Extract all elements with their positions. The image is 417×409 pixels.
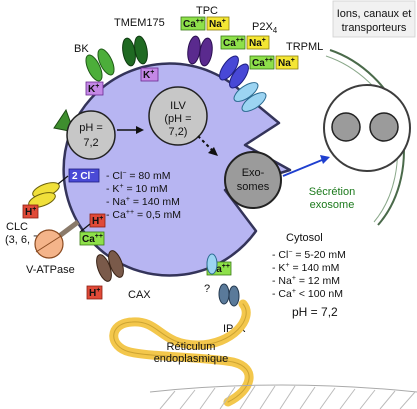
clc-cl-ion: 2 Cl− [72, 170, 94, 182]
er-line2: endoplasmique [154, 353, 229, 365]
trpml-label: TRPML [286, 41, 323, 53]
cytosol-conc-ca: - Ca+ < 100 nM [272, 288, 343, 300]
tpc-channel [187, 35, 213, 67]
secretion-arrow [282, 159, 323, 177]
exosomes-vesicle [224, 151, 282, 209]
clc-cl-ion-box [68, 168, 100, 183]
er-line1: Réticulum [167, 341, 216, 353]
p2x4-label: P2X4 [252, 21, 278, 35]
cytosol-conc-cl: - Cl− = 5-20 mM [272, 249, 346, 261]
tmem175-channel [122, 35, 148, 67]
lumen-conc-k: - K+ = 10 mM [106, 183, 168, 195]
tpc-na-ion: Na+ [209, 18, 226, 30]
lumen-conc-ca: - Ca++ = 0,5 mM [106, 209, 181, 221]
exosomes-line1: Exo- [242, 167, 265, 179]
tmem175-k-ion-box [140, 67, 159, 82]
p2x4-ca-ion-box [220, 35, 246, 50]
title-line2: transporteurs [342, 22, 407, 34]
p2x4-na-ion: Na+ [249, 37, 266, 49]
tpc-label: TPC [196, 5, 218, 17]
clc-cl-arrow [57, 175, 69, 185]
cax-ca-ion: Ca++ [82, 233, 103, 245]
lumen-conc-cl: - Cl− = 80 mM [106, 170, 171, 182]
tpc-na-ion-box [206, 16, 230, 31]
trpml-channel [233, 82, 267, 112]
ilv-line2: (pH = [164, 113, 191, 125]
bk-label: BK [74, 43, 89, 55]
cytosol-concentrations: - Cl− = 5-20 mM - K+ = 140 mM - Na+ = 12… [272, 249, 346, 300]
vatpase-h-ion-box [89, 213, 106, 228]
tpc-ca-ion: Ca++ [183, 18, 204, 30]
tpc-ca-ion-box [180, 16, 206, 31]
secretion-line1: Sécrétion [309, 186, 355, 198]
clc-h-ion: H+ [25, 206, 36, 218]
p2x4-na-ion-box [246, 35, 270, 50]
bk-k-ion: K+ [88, 83, 99, 95]
trpml-na-ion-box [275, 55, 299, 70]
trpml-lower-channel [206, 253, 218, 275]
vatpase-pump [34, 220, 80, 259]
clc-h-ion-box [22, 204, 39, 219]
lumen-conc-na: - Na+ = 140 mM [106, 196, 180, 208]
trpml-na-ion: Na+ [278, 57, 295, 69]
cax-h-ion: H+ [89, 287, 100, 299]
trpml-ca-ion: Ca++ [252, 57, 273, 69]
ilv-vesicle [148, 86, 208, 146]
ilv-line1: ILV [170, 100, 186, 112]
bk-channel [85, 48, 115, 82]
bottom-membrane-hatch [149, 384, 417, 409]
lumen-ph-line1: pH = [79, 122, 103, 134]
lumen-concentrations: - Cl− = 80 mM - K+ = 10 mM - Na+ = 140 m… [106, 170, 181, 221]
lumen-ph-line2: 7,2 [83, 137, 98, 149]
secreted-vesicle [323, 84, 411, 172]
p2x4-ca-ion: Ca++ [223, 37, 244, 49]
tmem175-label: TMEM175 [114, 17, 165, 29]
cytosol-ph: pH = 7,2 [292, 305, 338, 319]
p2x4-channel [219, 55, 249, 89]
unknown-link: ? [204, 283, 210, 295]
cax-ca-ion-box [79, 231, 105, 246]
lysosome [62, 62, 292, 277]
cytosol-conc-na: - Na+ = 12 mM [272, 275, 340, 287]
cax-h-ion-box [86, 285, 103, 300]
clc-isoforms: (3, 6, 7) [5, 234, 43, 246]
ph-vesicle [66, 110, 116, 160]
cax-label: CAX [128, 289, 151, 301]
cytosol-label: Cytosol [286, 232, 323, 244]
tmem175-k-ion: K+ [143, 69, 154, 81]
vatpase-h-ion: H+ [92, 215, 103, 227]
title-box: Ions, canaux et transporteurs [332, 0, 416, 38]
trpml-ca-ion-box [249, 55, 275, 70]
exosomes-line2: somes [237, 181, 270, 193]
vatpase-label: V-ATPase [26, 264, 75, 276]
clc-label: CLC [6, 221, 28, 233]
bk-k-ion-box [85, 81, 104, 96]
ip3r-channel [218, 283, 240, 307]
title-line1: Ions, canaux et [337, 8, 412, 20]
cax-transporter [96, 250, 124, 282]
ilv-line3: 7,2) [169, 126, 188, 138]
secretion-line2: exosome [310, 199, 355, 211]
cytosol-conc-k: - K+ = 140 mM [272, 262, 339, 274]
